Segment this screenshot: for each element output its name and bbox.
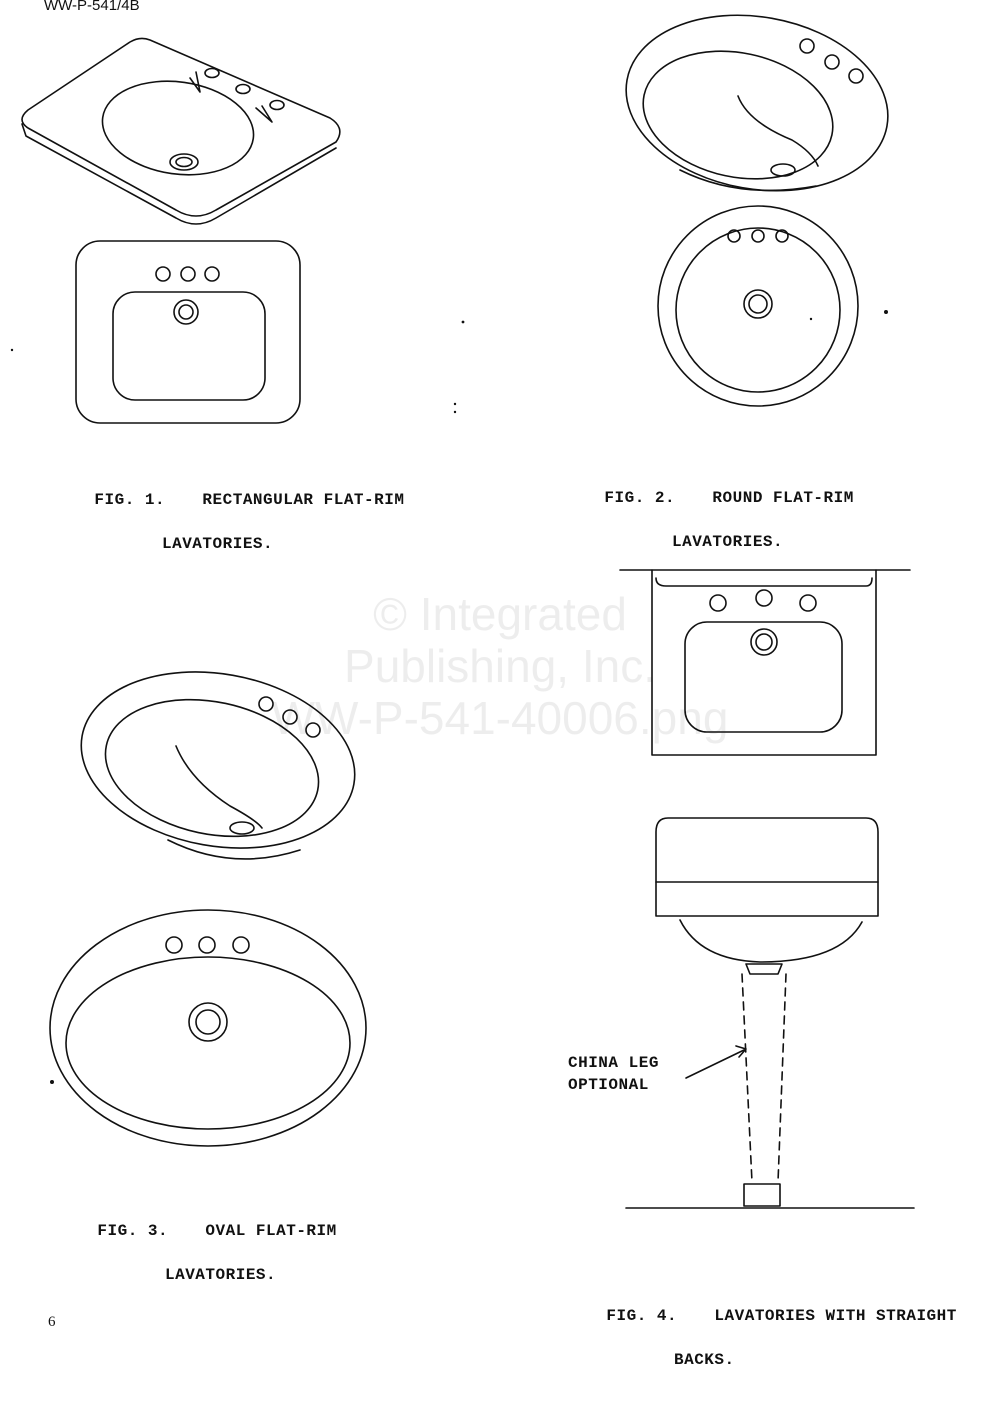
fig3-title-line2: LAVATORIES. [165, 1266, 277, 1284]
fig4-title-line2: BACKS. [674, 1351, 735, 1369]
document-id: WW-P-541/4B [44, 0, 140, 14]
fig2-title-line2: LAVATORIES. [672, 533, 784, 551]
watermark-line-2: Publishing, Inc. [344, 640, 656, 692]
fig2-title-line1: ROUND FLAT-RIM [712, 489, 854, 507]
figure-drawings [10, 0, 998, 1333]
fig4-straight-back-lavatory-plan [620, 570, 910, 755]
fig3-number: FIG. 3. [97, 1222, 169, 1240]
fig2-round-lavatory-perspective [612, 0, 902, 211]
callout-line2: OPTIONAL [568, 1076, 649, 1094]
document-page: WW-P-541/4B © Integrated Publishing, Inc… [10, 0, 998, 1369]
fig1-number: FIG. 1. [94, 491, 166, 509]
fig4-title-line1: LAVATORIES WITH STRAIGHT [714, 1307, 957, 1325]
fig3-oval-lavatory-perspective [67, 651, 369, 868]
fig3-oval-lavatory-plan [50, 910, 366, 1146]
fig2-caption: FIG. 2. ROUND FLAT-RIM LAVATORIES. [564, 465, 854, 597]
page-number: 6 [48, 1314, 56, 1330]
fig1-title-line2: LAVATORIES. [162, 535, 274, 553]
fig1-title-line1: RECTANGULAR FLAT-RIM [202, 491, 405, 509]
fig3-title-line1: OVAL FLAT-RIM [205, 1222, 337, 1240]
fig4-number: FIG. 4. [606, 1307, 678, 1325]
fig4-caption: FIG. 4. LAVATORIES WITH STRAIGHT BACKS. [566, 1283, 957, 1415]
fig2-round-lavatory-plan [658, 206, 858, 406]
fig3-caption: FIG. 3. OVAL FLAT-RIM LAVATORIES. [57, 1198, 337, 1330]
fig2-number: FIG. 2. [604, 489, 676, 507]
fig4-straight-back-lavatory-side [626, 818, 914, 1208]
fig1-rectangular-lavatory-perspective [22, 38, 340, 224]
fig1-rectangular-lavatory-plan [76, 241, 300, 423]
fig1-caption: FIG. 1. RECTANGULAR FLAT-RIM LAVATORIES. [54, 467, 404, 599]
scan-specks [10, 310, 888, 1084]
callout-line1: CHINA LEG [568, 1054, 659, 1072]
watermark-line-1: © Integrated [373, 588, 627, 640]
china-leg-callout: CHINA LEG OPTIONAL [568, 1052, 659, 1096]
